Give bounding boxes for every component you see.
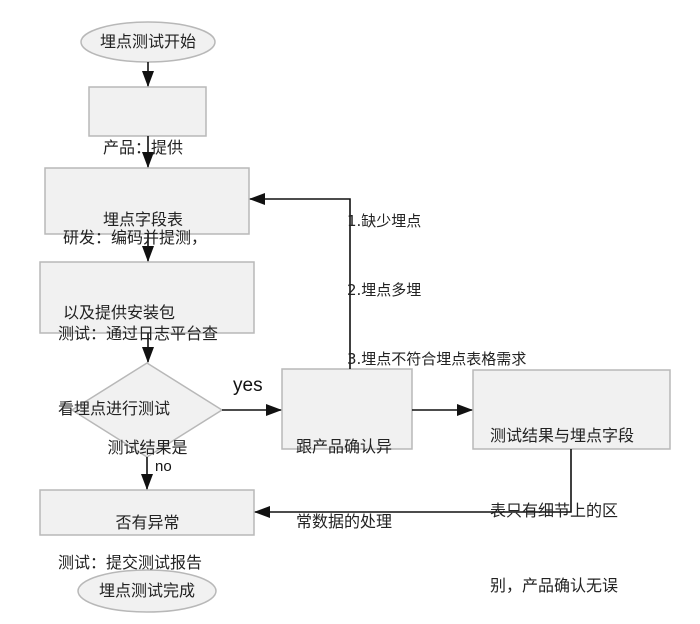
- end-node-shape: [77, 569, 217, 613]
- product-provide-line-1: 产品：提供: [103, 138, 184, 157]
- product-provide-line-2: 埋点字段表: [103, 210, 184, 229]
- test-log-line-2: 看埋点进行测试: [58, 399, 171, 418]
- confirm-handling-node-shape: [281, 368, 413, 450]
- minor-diff-node-label: 测试结果与埋点字段 表只有细节上的区 别，产品确认无误: [490, 373, 665, 623]
- minor-diff-line-1: 测试结果与埋点字段: [490, 426, 635, 445]
- test-log-node-shape: [39, 261, 255, 334]
- test-log-line-1: 测试：通过日志平台查: [58, 324, 219, 343]
- edge-confirm-to-dev: [249, 193, 351, 369]
- dev-build-node-label: 研发：编码并提测， 以及提供安装包: [63, 175, 248, 350]
- edge-minor-to-submit: [254, 449, 572, 518]
- annotation-line-1: 1.缺少埋点: [347, 212, 422, 230]
- decision-node-label: 测试结果是 否有异常: [90, 385, 205, 560]
- dev-build-line-2: 以及提供安装包: [63, 303, 176, 322]
- dev-build-node-shape: [44, 167, 250, 235]
- submit-report-line-1: 测试：提交测试报告: [58, 553, 203, 572]
- confirm-handling-line-2: 常数据的处理: [296, 512, 393, 531]
- minor-diff-line-3: 别，产品确认无误: [490, 576, 619, 595]
- minor-diff-line-2: 表只有细节上的区: [490, 501, 619, 520]
- dev-build-line-1: 研发：编码并提测，: [63, 228, 208, 247]
- decision-line-2: 否有异常: [115, 513, 180, 532]
- product-provide-node-label: 产品：提供 埋点字段表: [103, 88, 203, 256]
- end-node-label: 埋点测试完成: [98, 581, 195, 600]
- annotation-line-2: 2.埋点多埋: [347, 281, 422, 299]
- product-provide-node-shape: [88, 86, 207, 137]
- confirm-handling-node-label: 跟产品确认异 常数据的处理: [296, 384, 411, 559]
- confirm-handling-line-1: 跟产品确认异: [296, 437, 393, 456]
- test-log-node-label: 测试：通过日志平台查 看埋点进行测试: [58, 271, 253, 446]
- submit-report-node-label: 测试：提交测试报告: [58, 500, 253, 600]
- submit-report-node-shape: [39, 489, 255, 536]
- yes-edge-label: yes: [233, 375, 263, 396]
- anomaly-annotation: 1.缺少埋点 2.埋点多埋 3.埋点不符合埋点表格需求: [347, 164, 526, 394]
- decision-line-1: 测试结果是: [107, 438, 188, 457]
- no-edge-label: no: [155, 458, 172, 475]
- minor-diff-node-shape: [472, 369, 671, 450]
- annotation-line-3: 3.埋点不符合埋点表格需求: [347, 350, 527, 368]
- start-node-label: 埋点测试开始: [99, 32, 196, 51]
